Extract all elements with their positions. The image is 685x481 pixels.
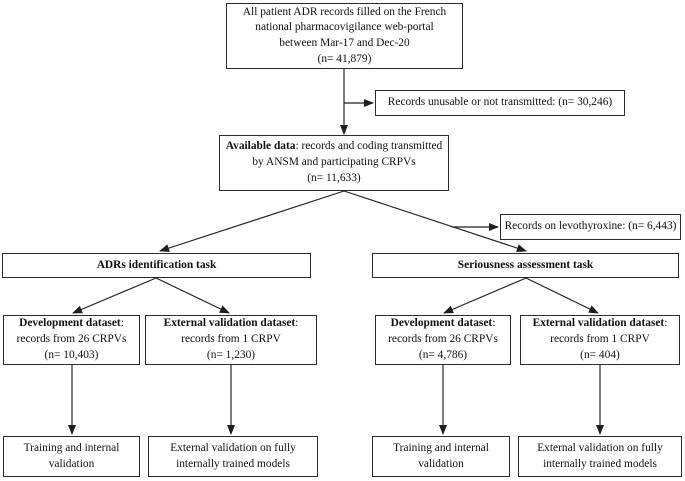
box-ser-ext-title: External validation dataset:: [524, 316, 676, 332]
box-source-line: between Mar-17 and Dec-20: [279, 37, 410, 49]
box-available-line: (n= 11,633): [307, 171, 361, 184]
box-task-adr-label: ADRs identification task: [96, 258, 217, 271]
box-adr-ext-bold-label: External validation dataset: [163, 317, 296, 330]
box-adr-dev-rest: :: [120, 317, 124, 330]
box-ser-dev-line: records from 26 CRPVs: [388, 333, 498, 346]
box-adr-dev-bold-label: Development dataset: [19, 317, 121, 330]
box-adr-extval-line: internally trained models: [176, 457, 290, 470]
box-available-line: by ANSM and participating CRPVs: [252, 156, 416, 169]
arrow-available-to-task-adr: [159, 190, 345, 253]
box-available-bold-label: Available data: [225, 140, 296, 153]
box-seriousness-development-dataset: Development dataset: records from 26 CRP…: [375, 315, 511, 365]
box-adr-ext-title: External validation dataset:: [149, 316, 313, 332]
box-adr-training-internal-validation: Training and internal validation: [3, 436, 140, 477]
box-ser-ext-bold-label: External validation dataset: [532, 317, 665, 330]
box-seriousness-training-internal-validation: Training and internal validation: [372, 436, 510, 477]
box-levothyroxine-records: Records on levothyroxine: (n= 6,443): [500, 214, 681, 240]
box-ser-train-line: Training and internal: [393, 441, 489, 454]
box-source-line: All patient ADR records filled on the Fr…: [242, 5, 447, 18]
box-adr-development-dataset: Development dataset: records from 26 CRP…: [3, 315, 140, 365]
box-adr-ext-line: records from 1 CRPV: [181, 333, 281, 346]
box-adr-ext-line: (n= 1,230): [206, 348, 256, 361]
box-ser-train-line: validation: [418, 457, 464, 470]
box-ser-ext-rest: :: [664, 317, 668, 330]
arrow-task-adr-to-dev: [72, 277, 157, 314]
box-available-rest: : records and coding transmitted: [295, 140, 443, 153]
box-adr-train-line: validation: [48, 457, 95, 470]
box-adr-external-validation-dataset: External validation dataset: records fro…: [145, 315, 317, 365]
box-task-adr-identification: ADRs identification task: [2, 253, 311, 278]
box-excluded-label: Records unusable or not transmitted: (n=…: [387, 96, 613, 109]
box-ser-extval-line: internally trained models: [543, 457, 657, 470]
box-adr-extval-line: External validation on fully: [170, 441, 296, 454]
box-adr-dev-line: (n= 10,403): [44, 348, 99, 361]
arrow-task-adr-to-ext: [155, 277, 230, 314]
box-ser-ext-line: records from 1 CRPV: [550, 333, 650, 346]
box-adr-dev-title: Development dataset:: [7, 316, 136, 332]
box-source-line: (n= 41,879): [317, 52, 372, 65]
box-adr-train-line: Training and internal: [23, 441, 120, 454]
box-levothyroxine-label: Records on levothyroxine: (n= 6,443): [504, 220, 677, 233]
box-ser-extval-line: External validation on fully: [537, 441, 663, 454]
box-ser-dev-title: Development dataset:: [379, 316, 507, 332]
box-available-line: Available data: records and coding trans…: [223, 139, 445, 155]
box-ser-dev-rest: :: [492, 317, 496, 330]
box-seriousness-external-validation-models: External validation on fully internally …: [518, 436, 682, 477]
box-seriousness-external-validation-dataset: External validation dataset: records fro…: [520, 315, 680, 365]
box-ser-dev-line: (n= 4,786): [418, 348, 468, 361]
box-ser-ext-line: (n= 404): [580, 348, 620, 361]
box-task-seriousness-label: Seriousness assessment task: [457, 258, 594, 271]
box-adr-dev-line: records from 26 CRPVs: [16, 333, 127, 346]
arrow-task-ser-to-dev: [443, 277, 527, 314]
arrow-available-to-task-seriousness: [343, 190, 527, 252]
box-adr-external-validation-models: External validation on fully internally …: [148, 436, 318, 477]
arrow-task-ser-to-ext: [525, 277, 599, 314]
box-available-data: Available data: records and coding trans…: [219, 135, 449, 191]
box-source-records: All patient ADR records filled on the Fr…: [226, 3, 463, 69]
box-task-seriousness-assessment: Seriousness assessment task: [372, 253, 679, 278]
box-excluded-records: Records unusable or not transmitted: (n=…: [375, 90, 625, 116]
box-adr-ext-rest: :: [295, 317, 299, 330]
box-ser-dev-bold-label: Development dataset: [390, 317, 493, 330]
box-source-line: national pharmacovigilance web-portal: [255, 21, 434, 34]
